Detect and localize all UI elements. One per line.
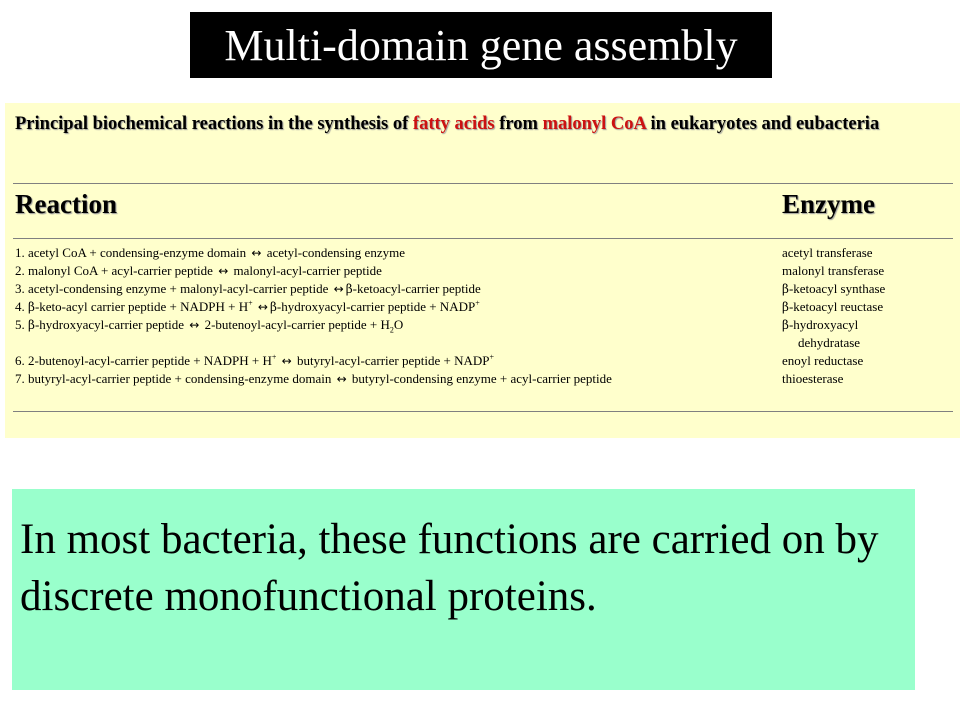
caption-highlight-fatty-acids: fatty acids <box>412 114 495 134</box>
enzyme-label: -hydroxyacyl <box>788 317 859 332</box>
superscript-plus: + <box>271 352 277 362</box>
caption-highlight-malonyl-coa: malonyl CoA <box>542 114 646 134</box>
caption-text: Principal biochemical reactions in the s… <box>15 114 413 134</box>
reaction-equation: 5. β-hydroxyacyl-carrier peptide ↔ 2-but… <box>15 316 403 334</box>
enzyme-label: -ketoacyl reuctase <box>788 299 884 314</box>
reaction-equation: 3. acetyl-condensing enzyme + malonyl-ac… <box>15 280 481 298</box>
reversible-arrow-icon: ↔ <box>333 282 344 296</box>
reaction-row-4: 4. β-keto-acyl carrier peptide + NADPH +… <box>15 298 955 316</box>
reaction-list: 1. acetyl CoA + condensing-enzyme domain… <box>15 244 955 388</box>
divider <box>13 411 953 412</box>
reaction-equation: 4. β-keto-acyl carrier peptide + NADPH +… <box>15 298 480 316</box>
reversible-arrow-icon: ↔ <box>336 372 347 386</box>
reaction-lhs: 6. 2-butenoyl-acyl-carrier peptide + NAD… <box>15 353 272 368</box>
enzyme-name: β-ketoacyl reuctase <box>782 298 883 316</box>
statement-box: In most bacteria, these functions are ca… <box>12 489 915 690</box>
reversible-arrow-icon: ↔ <box>251 246 262 260</box>
reaction-rhs: -hydroxyacyl-carrier peptide + NADP <box>276 299 476 314</box>
column-header-reaction: Reaction <box>15 189 117 219</box>
caption-text: from <box>494 114 543 134</box>
reaction-row-7: 7. butyryl-acyl-carrier peptide + conden… <box>15 370 955 388</box>
reaction-row-1: 1. acetyl CoA + condensing-enzyme domain… <box>15 244 955 262</box>
reaction-rhs-tail: O <box>393 317 404 332</box>
reaction-lhs: 2. malonyl CoA + acyl-carrier peptide <box>15 263 213 278</box>
enzyme-name: enoyl reductase <box>782 353 864 368</box>
reaction-rhs: butyryl-acyl-carrier peptide + NADP <box>296 353 490 368</box>
beta-symbol: β <box>345 282 353 296</box>
enzyme-name-continued: dehydratase <box>798 335 861 350</box>
superscript-plus: + <box>489 352 494 362</box>
reaction-equation: 7. butyryl-acyl-carrier peptide + conden… <box>15 370 612 388</box>
slide-title: Multi-domain gene assembly <box>190 12 772 78</box>
beta-symbol: β <box>28 318 35 332</box>
reaction-equation: 1. acetyl CoA + condensing-enzyme domain… <box>15 244 405 262</box>
panel-caption: Principal biochemical reactions in the s… <box>15 111 915 138</box>
beta-symbol: β <box>28 300 35 314</box>
reaction-rhs: acetyl-condensing enzyme <box>266 245 405 260</box>
reaction-lhs: -keto-acyl carrier peptide + NADPH + H <box>34 299 249 314</box>
superscript-plus: + <box>248 298 253 308</box>
reaction-rhs: butyryl-condensing enzyme + acyl-carrier… <box>351 371 612 386</box>
reaction-lhs: -hydroxyacyl-carrier peptide <box>34 317 184 332</box>
reaction-lhs: 3. acetyl-condensing enzyme + malonyl-ac… <box>15 281 329 296</box>
reaction-rhs: -ketoacyl-carrier peptide <box>352 281 481 296</box>
beta-symbol: β <box>782 282 789 296</box>
divider <box>13 238 953 239</box>
subscript-two: 2 <box>389 325 394 335</box>
beta-symbol: β <box>782 318 789 332</box>
reaction-number: 4. <box>15 299 25 314</box>
reaction-rhs: 2-butenoyl-acyl-carrier peptide + H <box>204 317 390 332</box>
caption-text: in eukaryotes and eubacteria <box>645 114 880 134</box>
reversible-arrow-icon: ↔ <box>189 318 200 332</box>
reversible-arrow-icon: ↔ <box>257 300 268 314</box>
reaction-row-5: 5. β-hydroxyacyl-carrier peptide ↔ 2-but… <box>15 316 955 352</box>
divider <box>13 183 953 184</box>
reaction-equation: 6. 2-butenoyl-acyl-carrier peptide + NAD… <box>15 352 494 370</box>
reversible-arrow-icon: ↔ <box>218 264 229 278</box>
enzyme-name: thioesterase <box>782 371 844 386</box>
reaction-lhs: 1. acetyl CoA + condensing-enzyme domain <box>15 245 247 260</box>
enzyme-name: β-ketoacyl synthase <box>782 280 885 298</box>
reactions-panel: Principal biochemical reactions in the s… <box>5 103 960 438</box>
enzyme-name: acetyl transferase <box>782 245 873 260</box>
column-header-enzyme: Enzyme <box>782 189 875 219</box>
superscript-plus: + <box>475 298 480 308</box>
statement-text: In most bacteria, these functions are ca… <box>20 516 879 620</box>
beta-symbol: β <box>782 300 789 314</box>
reaction-equation: 2. malonyl CoA + acyl-carrier peptide ↔ … <box>15 262 382 280</box>
reversible-arrow-icon: ↔ <box>281 354 292 368</box>
enzyme-name: β-hydroxyacyl <box>782 316 858 334</box>
reaction-lhs: 7. butyryl-acyl-carrier peptide + conden… <box>15 371 332 386</box>
beta-symbol: β <box>269 300 277 314</box>
reaction-row-2: 2. malonyl CoA + acyl-carrier peptide ↔ … <box>15 262 955 280</box>
reaction-row-6: 6. 2-butenoyl-acyl-carrier peptide + NAD… <box>15 352 955 370</box>
enzyme-label: -ketoacyl synthase <box>788 281 886 296</box>
enzyme-name: malonyl transferase <box>782 263 885 278</box>
reaction-number: 5. <box>15 317 25 332</box>
reaction-rhs: malonyl-acyl-carrier peptide <box>233 263 382 278</box>
reaction-row-3: 3. acetyl-condensing enzyme + malonyl-ac… <box>15 280 955 298</box>
